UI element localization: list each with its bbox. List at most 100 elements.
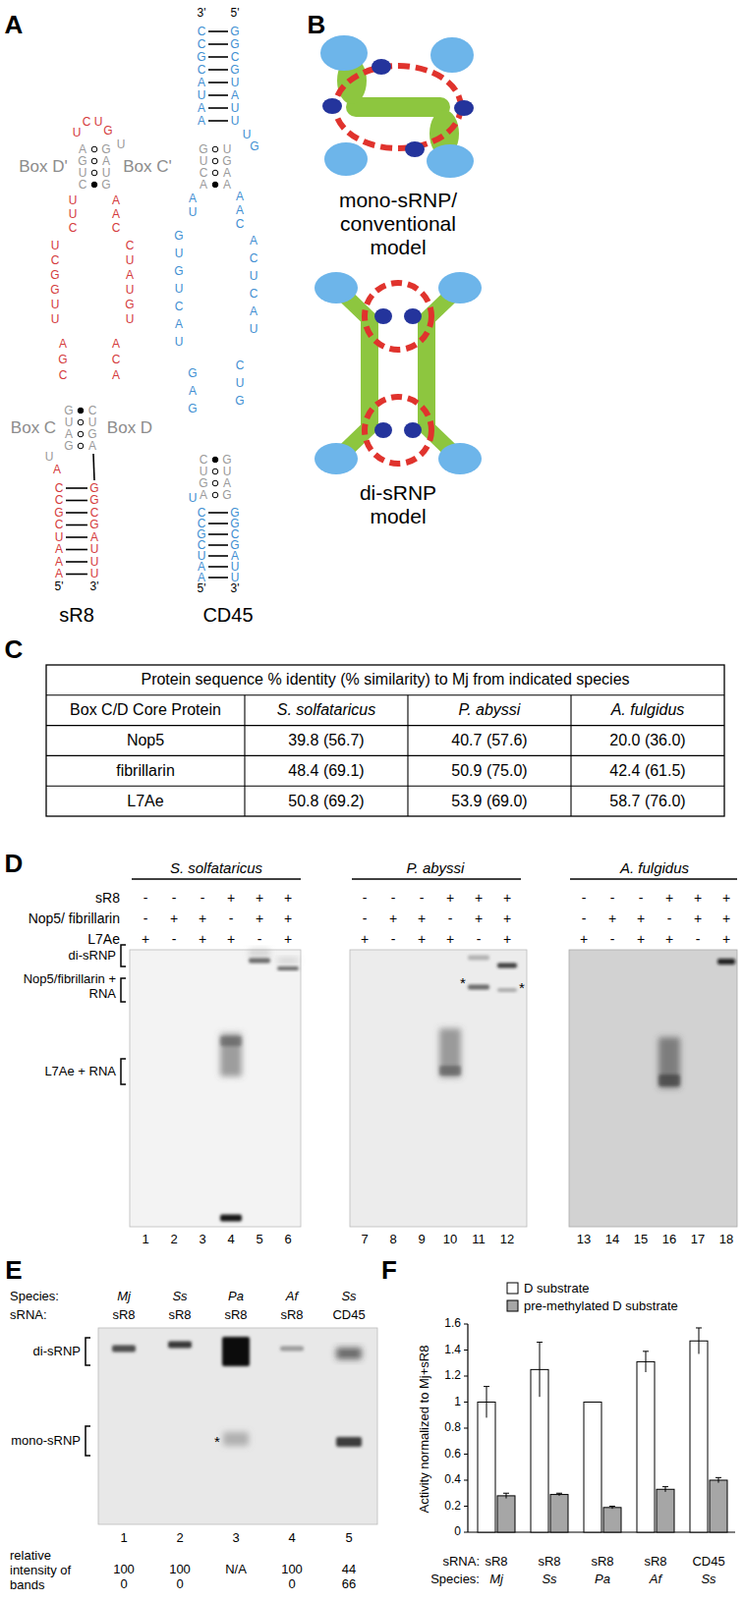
- tick: [463, 1324, 468, 1326]
- nucleotide-run: CCGCUAA: [195, 508, 208, 584]
- tick: [463, 1481, 468, 1483]
- plus-minus: +: [198, 931, 207, 948]
- lane-number: 2: [175, 1532, 183, 1547]
- table-cell: 53.9 (69.0): [451, 793, 527, 811]
- srna: sR8: [224, 1309, 247, 1324]
- error-cap: [536, 1342, 543, 1344]
- base-pair: [208, 576, 229, 579]
- base-pair: [208, 522, 229, 525]
- nucleotide-run: CUGA: [197, 454, 210, 502]
- pair-symbol: [77, 431, 84, 438]
- lane-number: 1: [141, 1233, 149, 1249]
- plus-minus: +: [503, 890, 512, 907]
- plus-minus: +: [446, 931, 455, 948]
- gel-band: [222, 1337, 250, 1368]
- legend-text: D substrate: [523, 1282, 589, 1298]
- pair-symbol: [212, 181, 219, 188]
- base-pair: [208, 30, 229, 33]
- base-pair: [208, 68, 229, 71]
- table-border: [46, 665, 725, 817]
- table-rule: [406, 695, 408, 817]
- error-cap: [642, 1351, 649, 1353]
- tick-label: 1.6: [444, 1317, 461, 1332]
- gel-band: [220, 1215, 242, 1223]
- species-header: S. solfataricus: [170, 859, 263, 877]
- nucleotide-run: GGCGUAUU: [228, 25, 241, 128]
- nucleotide-run: GAUG: [100, 143, 113, 191]
- gel-band: [658, 1037, 681, 1089]
- model-caption: mono-sRNP/ conventional model: [319, 188, 477, 260]
- intensity-value: 44: [342, 1563, 356, 1579]
- nucleotide-run: CUAUGU: [123, 238, 136, 328]
- error-cap: [556, 1493, 563, 1495]
- plus-minus: +: [170, 911, 178, 927]
- table-cell: 50.8 (69.2): [287, 793, 364, 811]
- axis-title: Activity normalized to Mj+sR8: [417, 1346, 433, 1515]
- error-cap: [483, 1386, 490, 1388]
- plus-minus: -: [391, 931, 397, 948]
- table-cell: 40.7 (57.6): [451, 732, 527, 750]
- pair-symbol: [77, 443, 84, 450]
- intensity-value: 0: [287, 1578, 295, 1594]
- lane-number: 11: [471, 1233, 486, 1249]
- bar: [636, 1362, 655, 1534]
- error-cap: [715, 1478, 722, 1480]
- nucleotide: U: [188, 492, 198, 507]
- base-pair: [208, 544, 229, 547]
- fibrillarin: [426, 144, 474, 178]
- plus-minus: -: [228, 911, 234, 927]
- error-bar: [539, 1343, 541, 1399]
- bar: [477, 1403, 496, 1535]
- pair-symbol: [212, 146, 219, 153]
- base-pair: [65, 487, 88, 490]
- table-cell: P. abyssi: [458, 701, 521, 720]
- gel-band: [112, 1346, 136, 1354]
- intensity-value: 100: [169, 1563, 191, 1579]
- base-pair: [208, 94, 229, 97]
- plus-minus: +: [693, 911, 702, 927]
- srna: sR8: [590, 1555, 614, 1571]
- bar: [656, 1489, 675, 1534]
- row-label: sRNA:: [9, 1309, 48, 1324]
- gel: [569, 950, 738, 1228]
- plus-minus: -: [581, 890, 587, 907]
- error-bar: [645, 1352, 647, 1374]
- asterisk: *: [214, 1433, 221, 1451]
- lane-number: 17: [690, 1233, 705, 1249]
- fibrillarin: [438, 272, 482, 304]
- gel-band: [497, 964, 517, 970]
- plus-minus: +: [579, 931, 588, 948]
- plus-minus: +: [665, 931, 674, 948]
- L7Ae: [322, 98, 343, 115]
- table-cell: 50.9 (75.0): [451, 762, 527, 781]
- gel-band: [248, 959, 271, 965]
- nucleotide: A: [53, 463, 61, 478]
- nucleotide-run: AGC: [57, 336, 69, 384]
- box-label: Box C': [122, 157, 172, 177]
- tick-label: 0: [454, 1526, 461, 1541]
- pair-symbol: [91, 170, 98, 176]
- strand-end: 5': [230, 6, 240, 21]
- lane-number: 9: [417, 1233, 425, 1249]
- bar-chart: [463, 1324, 736, 1534]
- gel: [98, 1328, 378, 1526]
- srna: sR8: [168, 1309, 191, 1324]
- gel-panels: [120, 879, 738, 1228]
- lane-number: 7: [360, 1233, 368, 1249]
- plus-minus: -: [638, 890, 644, 907]
- species-rule: [131, 878, 301, 881]
- box-label: Box C: [10, 418, 57, 439]
- legend-swatch: [507, 1283, 518, 1295]
- nucleotide-run: CCGCAUAA: [195, 25, 208, 128]
- nucleotide-run: GUGUCAU: [172, 227, 185, 351]
- nucleotide-run: GUAG: [62, 404, 75, 453]
- base-pair: [65, 512, 88, 515]
- error-cap: [609, 1506, 616, 1508]
- asterisk: *: [459, 974, 466, 992]
- table-cell: 48.4 (69.1): [287, 762, 364, 781]
- base-pair: [208, 512, 229, 515]
- L7Ae: [404, 141, 425, 158]
- table-cell: Box C/D Core Protein: [69, 701, 222, 720]
- bar: [709, 1481, 728, 1534]
